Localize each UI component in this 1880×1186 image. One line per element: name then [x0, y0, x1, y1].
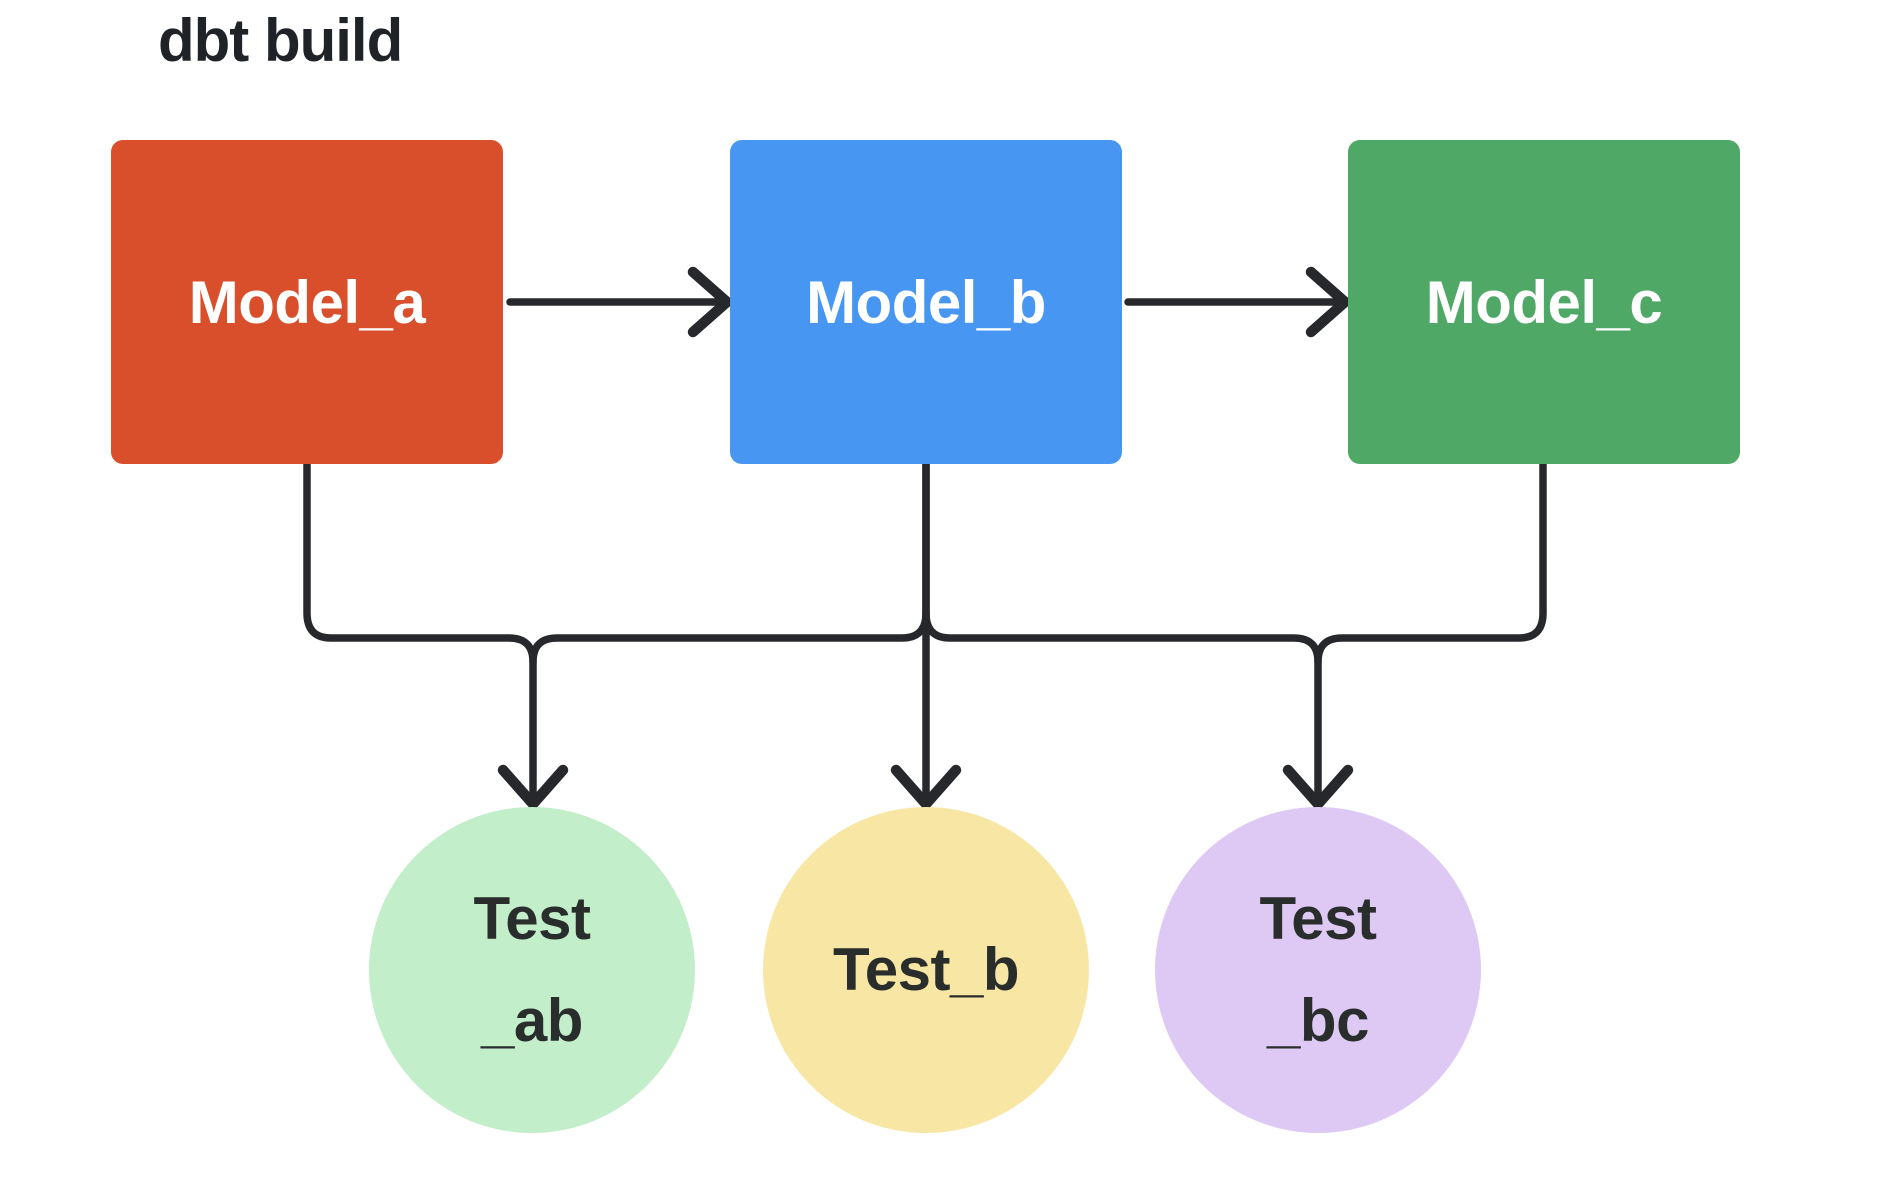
node-test-ab-label: Test _ab	[473, 885, 591, 1054]
arrowhead-right-model-c	[1305, 266, 1351, 338]
edge-model-a-to-test-ab	[303, 460, 537, 803]
arrowhead-down-test-ab	[497, 764, 569, 810]
edge-model-b-to-test-bc	[922, 609, 1322, 803]
node-test-bc: Test _bc	[1155, 807, 1481, 1133]
node-test-bc-label: Test _bc	[1259, 885, 1377, 1054]
edge-model-b-to-test-ab	[529, 460, 930, 666]
node-test-ab: Test _ab	[369, 807, 695, 1133]
node-model-a: Model_a	[111, 140, 503, 464]
node-model-c: Model_c	[1348, 140, 1740, 464]
edge-model-c-to-test-bc	[1314, 460, 1547, 666]
diagram-title: dbt build	[158, 7, 403, 74]
node-model-b: Model_b	[730, 140, 1122, 464]
node-test-b: Test_b	[763, 807, 1089, 1133]
node-test-b-label: Test_b	[833, 936, 1019, 1003]
arrowhead-down-test-bc	[1282, 764, 1354, 810]
node-model-a-label: Model_a	[188, 268, 426, 336]
node-model-c-label: Model_c	[1425, 268, 1663, 336]
arrowhead-down-test-b	[890, 764, 962, 810]
arrowhead-right-model-b	[687, 266, 733, 338]
node-model-b-label: Model_b	[806, 268, 1046, 336]
